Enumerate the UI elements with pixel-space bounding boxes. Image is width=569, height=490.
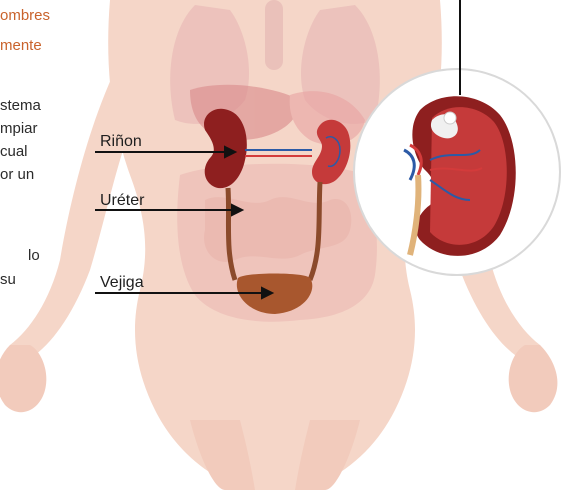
heading-fragment-2: mente [0, 38, 42, 53]
body-fragment-6: su [0, 272, 16, 287]
heading-fragment-1: ombres [0, 8, 50, 23]
body-fragment-2: mpiar [0, 121, 38, 136]
body-fragment-5: lo [28, 248, 40, 263]
bladder-label: Vejiga [100, 275, 144, 291]
ureter-label: Uréter [100, 193, 144, 209]
body-fragment-3: cual [0, 144, 28, 159]
kidney-label: Riñon [100, 134, 142, 150]
body-fragment-1: stema [0, 98, 41, 113]
body-fragment-4: or un [0, 167, 34, 182]
